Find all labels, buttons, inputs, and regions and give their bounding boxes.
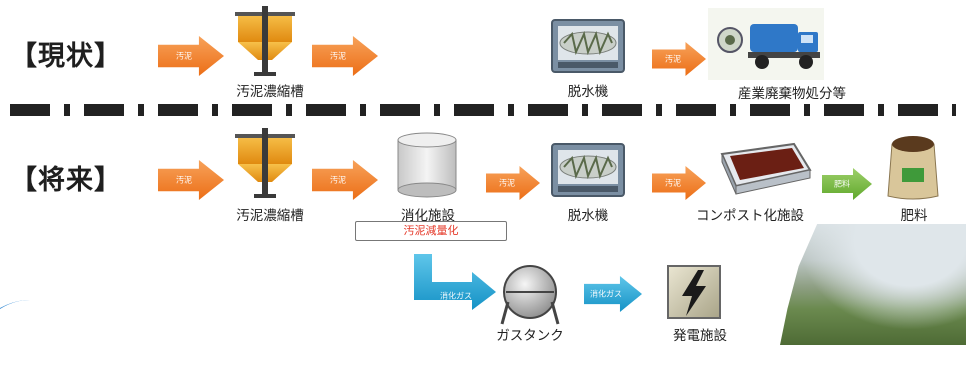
decorative-curve [0,300,43,390]
power-facility-label: 発電施設 [673,328,727,344]
gas-tank-label: ガスタンク [496,328,564,344]
thickener-tank-icon [235,128,295,198]
sludge-arrow-label: 汚泥 [176,175,192,185]
compost-bed-icon [720,142,812,195]
dehydrator-machine-icon [551,143,625,197]
sludge-arrow-label: 汚泥 [176,51,192,61]
section-label-current: 【現状】 [10,41,122,72]
sludge-arrow-label: 汚泥 [665,54,681,64]
fertilizer-label: 肥料 [900,208,928,224]
current-thickener-label: 汚泥濃縮槽 [236,84,304,100]
digestion-gas-arrow-label: 消化ガス [590,289,622,299]
truck-icon [708,8,824,80]
landscape-photo [780,224,966,345]
section-divider [10,104,956,116]
compost-facility-label: コンポスト化施設 [696,208,804,224]
digester-label: 消化施設 [401,208,455,224]
sludge-reduction-note: 汚泥減量化 [355,221,507,241]
sludge-arrow-label: 汚泥 [330,175,346,185]
digestion-gas-arrow-label: 消化ガス [440,291,472,301]
gas-tank-icon [500,265,560,325]
power-generator-icon [667,265,721,319]
sludge-arrow-label: 汚泥 [499,178,515,188]
fertilizer-bag-icon [887,136,939,200]
current-dehydrator-label: 脱水機 [567,84,609,100]
dehydrator-machine-icon [551,19,625,73]
future-thickener-label: 汚泥濃縮槽 [236,208,304,224]
thickener-tank-icon [235,6,295,76]
sludge-arrow-label: 汚泥 [330,51,346,61]
digester-tank-icon [397,132,457,198]
disposal-label: 産業廃棄物処分等 [738,86,846,102]
section-label-future: 【将来】 [10,165,122,196]
fertilizer-arrow-label: 肥料 [834,179,850,189]
sludge-arrow-label: 汚泥 [665,178,681,188]
gas-branch-arrow [414,254,496,310]
future-dehydrator-label: 脱水機 [567,208,609,224]
